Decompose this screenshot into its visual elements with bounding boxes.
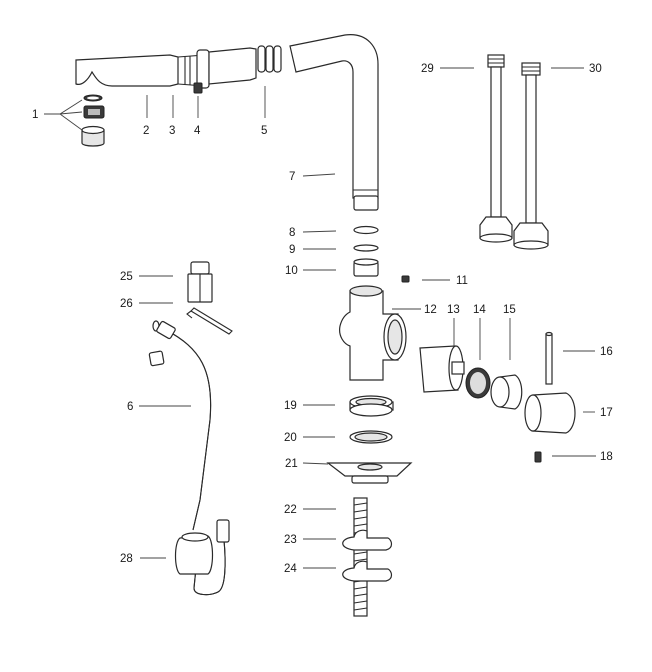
hose-weight-part <box>174 532 214 575</box>
set-screw-part <box>534 451 542 463</box>
gasket-20 <box>349 430 393 444</box>
spout-tube-part <box>75 47 257 89</box>
callout-12: 12 <box>424 304 437 316</box>
small-insert-part <box>148 350 165 367</box>
callout-19: 19 <box>284 400 297 412</box>
callout-25: 25 <box>120 271 133 283</box>
callout-29: 29 <box>421 63 434 75</box>
hex-key-part <box>190 307 233 335</box>
bushing-part-10 <box>353 258 379 277</box>
callout-30: 30 <box>589 63 602 75</box>
small-screw-part <box>193 82 203 94</box>
callout-22: 22 <box>284 504 297 516</box>
leader-lines <box>44 67 596 569</box>
base-plate-part <box>326 462 413 484</box>
pull-out-hose-part <box>156 320 230 596</box>
horseshoe-washer-24 <box>342 560 393 582</box>
callout-18: 18 <box>600 451 613 463</box>
seal-rings-8-9 <box>353 225 379 252</box>
sleeve-part <box>490 374 523 410</box>
callout-1: 1 <box>32 109 38 121</box>
hex-nut-part <box>187 261 213 303</box>
callout-6: 6 <box>127 401 133 413</box>
retaining-ring-part <box>465 367 491 399</box>
flex-hose-right <box>513 62 549 250</box>
callout-15: 15 <box>503 304 516 316</box>
horseshoe-washer-23 <box>342 529 393 551</box>
callout-24: 24 <box>284 563 297 575</box>
grub-screw-part <box>401 275 410 283</box>
faucet-body-part <box>339 285 407 381</box>
callout-5: 5 <box>261 125 267 137</box>
cartridge-part <box>419 345 465 393</box>
callout-14: 14 <box>473 304 486 316</box>
aerator-parts <box>81 94 105 147</box>
callout-3: 3 <box>169 125 175 137</box>
hex-key-bend <box>186 310 193 319</box>
bent-spout-part <box>289 34 379 211</box>
flex-hose-left <box>479 54 513 243</box>
callout-23: 23 <box>284 534 297 546</box>
callout-labels: 1 2 3 4 5 6 7 8 9 10 11 12 13 14 15 16 1… <box>32 63 613 575</box>
callout-8: 8 <box>289 227 295 239</box>
callout-2: 2 <box>143 125 149 137</box>
callout-21: 21 <box>285 458 298 470</box>
callout-13: 13 <box>447 304 460 316</box>
callout-20: 20 <box>284 432 297 444</box>
callout-28: 28 <box>120 553 133 565</box>
callout-4: 4 <box>194 125 201 137</box>
lever-handle-part <box>524 392 576 434</box>
threaded-rod-part <box>353 497 368 617</box>
lever-pin-part <box>545 331 553 385</box>
o-rings-part <box>257 45 282 73</box>
callout-10: 10 <box>285 265 298 277</box>
callout-9: 9 <box>289 244 295 256</box>
callout-7: 7 <box>289 171 295 183</box>
callout-11: 11 <box>456 275 468 287</box>
callout-16: 16 <box>600 346 613 358</box>
callout-26: 26 <box>120 298 133 310</box>
gasket-19 <box>349 395 394 417</box>
callout-17: 17 <box>600 407 613 419</box>
